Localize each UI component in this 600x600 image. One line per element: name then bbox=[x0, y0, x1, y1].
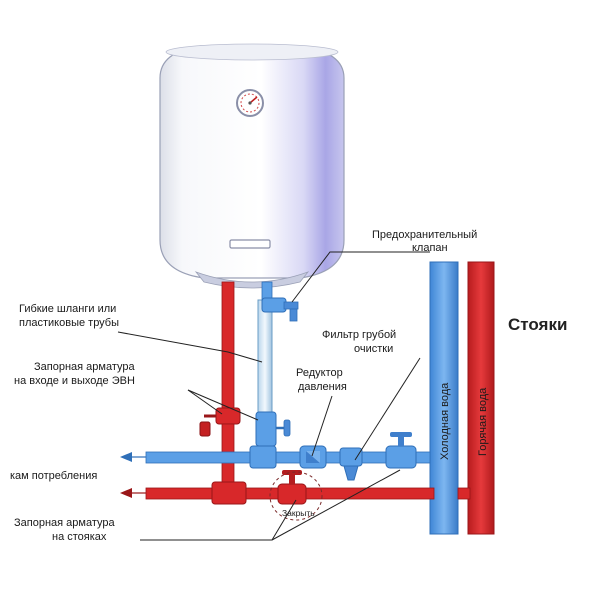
labels: Предохранительный клапан Гибкие шланги и… bbox=[10, 229, 567, 543]
leader-flex-hoses bbox=[117, 331, 263, 363]
coarse-filter bbox=[339, 447, 363, 481]
heater-top-rim bbox=[165, 43, 339, 61]
shutoff-risers-label-2: на стояках bbox=[52, 531, 107, 543]
heater-control-panel bbox=[229, 239, 271, 249]
hot-outlet-pipe bbox=[221, 281, 235, 413]
pressure-reducer bbox=[299, 445, 327, 469]
riser-shutoff-valve-hot bbox=[277, 470, 307, 505]
safety-valve-label-1: Предохранительный bbox=[372, 229, 477, 241]
flexible-hose bbox=[257, 299, 273, 413]
flex-hoses-label-2: пластиковые трубы bbox=[19, 317, 119, 329]
shutoff-ewh-label-1: Запорная арматура bbox=[34, 361, 135, 373]
safety-valve bbox=[261, 297, 299, 322]
leader-shutoff-ewh bbox=[187, 389, 223, 415]
riser-shutoff-valve-cold bbox=[385, 432, 417, 469]
water-heater bbox=[159, 43, 345, 289]
shutoff-risers-label-1: Запорная арматура bbox=[14, 517, 115, 529]
cold-outflow-arrow bbox=[120, 452, 132, 462]
leader-pressure-reducer bbox=[311, 395, 333, 457]
hot-outlet-shutoff-valve bbox=[199, 407, 241, 437]
hot-water-label: Горячая вода bbox=[477, 387, 489, 456]
to-consumption-label: кам потребления bbox=[10, 470, 97, 482]
leader-safety-valve bbox=[291, 251, 430, 303]
close-marker bbox=[269, 471, 323, 521]
risers-label: Стояки bbox=[508, 315, 567, 334]
cold-inlet-shutoff-valve bbox=[255, 411, 291, 447]
coarse-filter-label-2: очистки bbox=[354, 343, 393, 355]
leader-coarse-filter bbox=[354, 357, 421, 461]
pressure-reducer-label-1: Редуктор bbox=[296, 367, 343, 379]
risers: Холодная вода Горячая вода bbox=[429, 261, 495, 535]
cold-water-piping bbox=[120, 281, 431, 481]
flex-hoses-label-1: Гибкие шланги или bbox=[19, 303, 116, 315]
coarse-filter-label-1: Фильтр грубой bbox=[322, 329, 396, 341]
temperature-gauge-icon bbox=[236, 89, 264, 117]
hot-outflow-arrow bbox=[120, 488, 132, 498]
cold-water-riser bbox=[429, 261, 459, 535]
hot-water-riser bbox=[467, 261, 495, 535]
cold-water-label: Холодная вода bbox=[439, 382, 451, 460]
pressure-reducer-label-2: давления bbox=[298, 381, 347, 393]
close-label: Закрыть bbox=[282, 508, 315, 518]
shutoff-ewh-label-2: на входе и выходе ЭВН bbox=[14, 375, 135, 387]
hot-water-piping: Закрыть bbox=[120, 281, 471, 521]
safety-valve-label-2: клапан bbox=[412, 242, 448, 254]
leader-lines bbox=[117, 251, 430, 541]
